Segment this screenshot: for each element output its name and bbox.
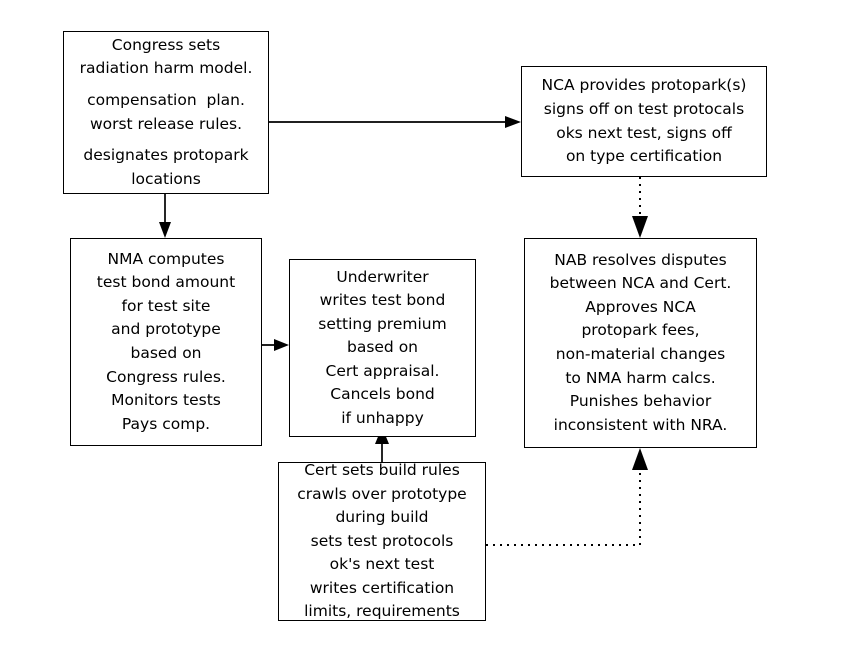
cert-box[interactable]: Cert sets build rules crawls over protot…	[278, 461, 486, 621]
nab-line-7: Punishes behavior	[569, 392, 712, 411]
cert-line-3: during build	[335, 508, 429, 527]
underwriter-line-1: Underwriter	[336, 267, 429, 286]
nma-line-5: based on	[130, 344, 202, 362]
nab-line-8: inconsistent with NRA.	[553, 415, 728, 434]
nma-line-7: Monitors tests	[111, 391, 221, 410]
cert-line-1: Cert sets build rules	[304, 461, 460, 480]
nca-line-4: on type certification	[565, 147, 723, 166]
nma-line-3: for test site	[121, 296, 211, 315]
nma-line-6: Congress rules.	[106, 367, 226, 386]
cert-line-7: limits, requirements	[304, 602, 460, 621]
nca-line-3: oks next test, signs off	[556, 123, 732, 142]
underwriter-line-3: setting premium	[318, 314, 447, 333]
underwriter-box[interactable]: Underwriter writes test bond setting pre…	[289, 259, 476, 437]
congress-line-6: locations	[131, 169, 201, 188]
congress-line-1: Congress sets	[111, 35, 221, 54]
nab-line-5: non-material changes	[555, 345, 726, 363]
nca-line-1: NCA provides protopark(s)	[541, 76, 747, 95]
nca-line-2: signs off on test protocals	[543, 99, 745, 118]
congress-line-3: compensation plan.	[87, 90, 245, 109]
nma-line-8: Pays comp.	[121, 414, 211, 433]
nma-box[interactable]: NMA computes test bond amount for test s…	[70, 238, 262, 446]
edge-nca-to-nab	[632, 177, 648, 238]
nab-line-3: Approves NCA	[585, 297, 696, 316]
congress-line-4: worst release rules.	[89, 114, 243, 133]
cert-line-5: ok's next test	[329, 555, 435, 574]
nab-line-1: NAB resolves disputes	[554, 250, 727, 269]
underwriter-line-4: based on	[346, 338, 419, 357]
edge-congress-to-nma	[159, 194, 171, 238]
cert-line-2: crawls over prototype	[297, 484, 467, 503]
nca-box[interactable]: NCA provides protopark(s) signs off on t…	[521, 66, 767, 177]
underwriter-line-7: if unhappy	[341, 408, 424, 427]
nab-line-2: between NCA and Cert.	[549, 274, 732, 293]
edge-congress-to-nca	[269, 116, 521, 128]
cert-line-4: sets test protocols	[310, 531, 454, 550]
nma-line-1: NMA computes	[107, 249, 225, 268]
edge-nma-to-underwriter	[262, 339, 289, 351]
underwriter-line-2: writes test bond	[319, 291, 446, 310]
edge-cert-to-nab	[486, 448, 648, 546]
nab-line-4: protopark fees,	[581, 321, 700, 340]
nma-line-2: test bond amount	[96, 273, 236, 292]
underwriter-line-5: Cert appraisal.	[325, 361, 440, 380]
underwriter-line-6: Cancels bond	[330, 385, 435, 404]
nma-line-4: and prototype	[111, 320, 221, 339]
congress-box[interactable]: Congress sets radiation harm model. comp…	[63, 31, 269, 194]
congress-line-5: designates protopark	[83, 146, 249, 165]
nab-box[interactable]: NAB resolves disputes between NCA and Ce…	[524, 238, 757, 448]
cert-line-6: writes certification	[309, 578, 455, 597]
congress-line-2: radiation harm model.	[79, 59, 253, 78]
nab-line-6: to NMA harm calcs.	[565, 368, 716, 387]
